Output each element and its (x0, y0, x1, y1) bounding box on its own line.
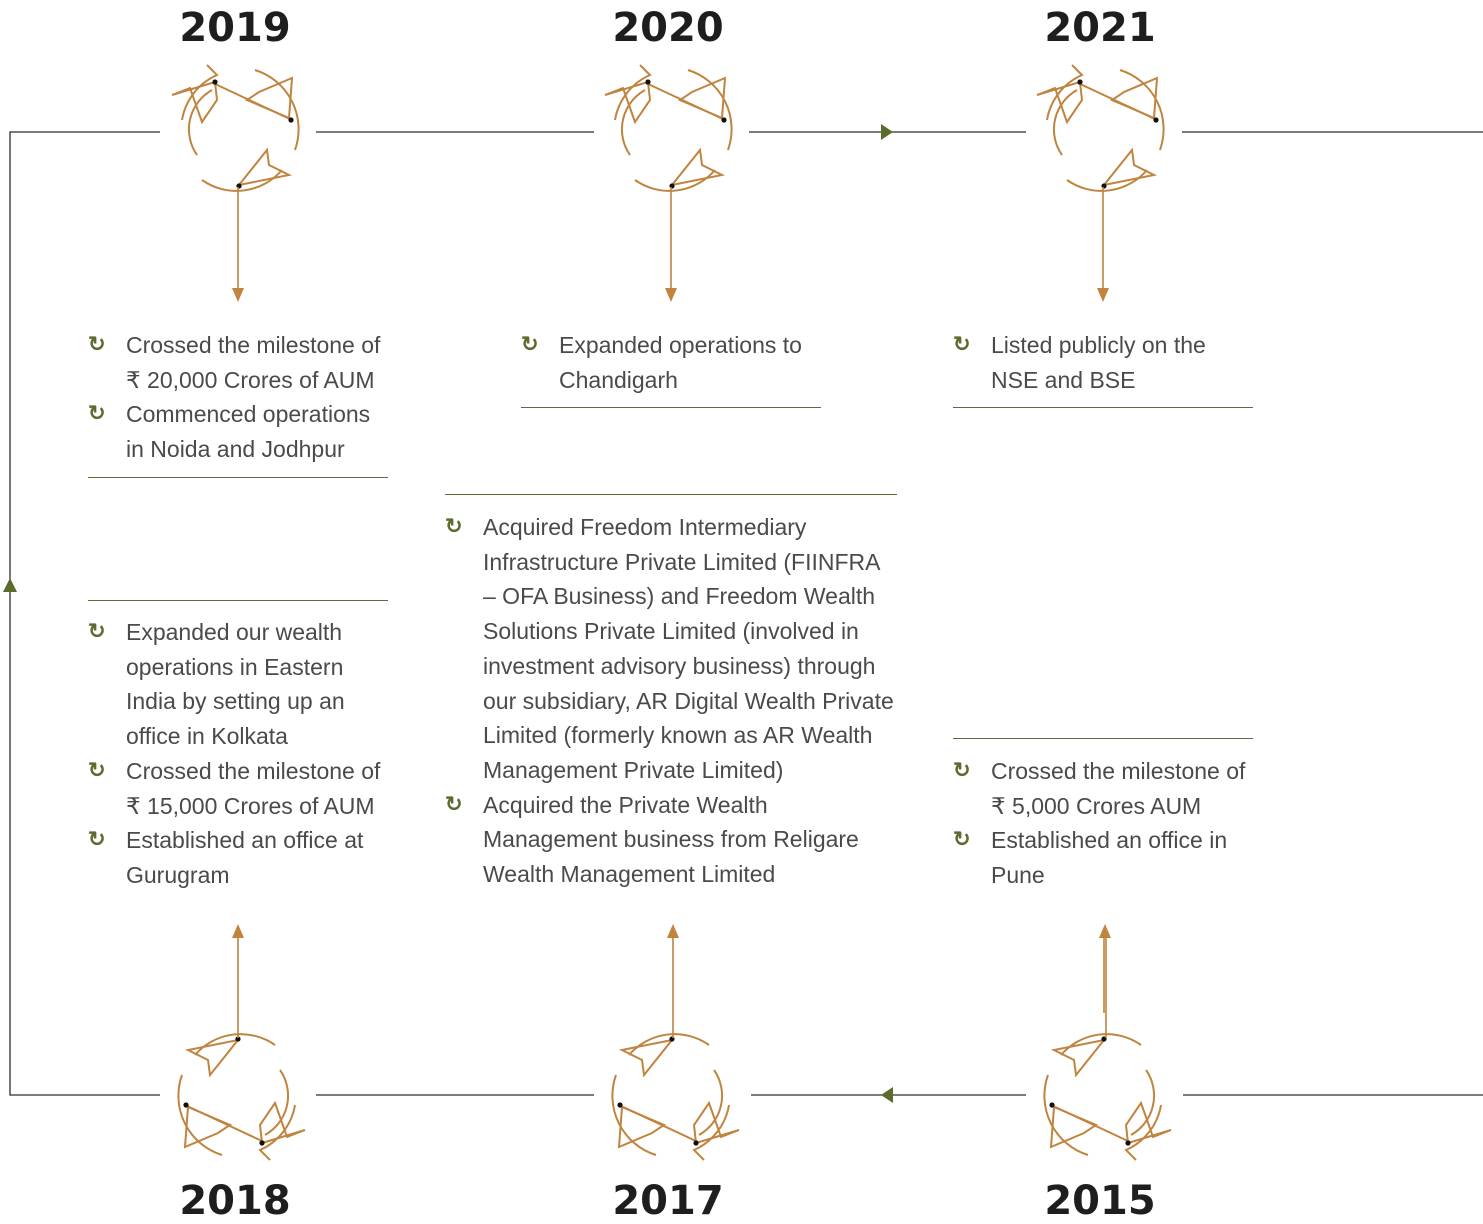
milestone-item: ↻ Crossed the milestone of ₹ 5,000 Crore… (953, 754, 1253, 823)
cycle-icon-2020 (604, 64, 733, 192)
milestone-card-2015: ↻ Crossed the milestone of ₹ 5,000 Crore… (953, 754, 1253, 893)
cycle-icon-2021 (1036, 64, 1165, 192)
arrow-left-icon (881, 1087, 893, 1103)
connector-2019-arrowhead (232, 288, 244, 302)
milestone-card-2019: ↻ Crossed the milestone of ₹ 20,000 Cror… (88, 328, 388, 467)
refresh-icon: ↻ (953, 828, 971, 852)
milestone-item: ↻ Established an office in Pune (953, 823, 1253, 892)
refresh-icon: ↻ (445, 515, 463, 538)
year-label-2020: 2020 (612, 5, 724, 51)
refresh-icon: ↻ (88, 333, 106, 356)
refresh-icon: ↻ (953, 333, 971, 356)
divider-2019 (88, 477, 388, 478)
milestone-item: ↻ Expanded operations to Chandigarh (521, 328, 821, 397)
milestone-text: Listed publicly on the NSE and BSE (991, 332, 1206, 393)
divider-2018 (88, 600, 388, 601)
milestone-item: ↻ Commenced operations in Noida and Jodh… (88, 397, 388, 466)
connector-2015-arrowhead (1099, 924, 1111, 938)
milestone-text: Acquired Freedom Intermediary Infrastruc… (483, 514, 894, 783)
divider-2021 (953, 407, 1253, 408)
milestone-text: Acquired the Private Wealth Management b… (483, 791, 859, 888)
milestone-text: Crossed the milestone of ₹ 5,000 Crores … (991, 758, 1246, 819)
milestone-item: ↻ Crossed the milestone of ₹ 20,000 Cror… (88, 328, 388, 397)
cycle-icon-2015 (1043, 1033, 1172, 1161)
milestone-item: ↻ Acquired the Private Wealth Management… (445, 788, 897, 892)
arrow-up-icon (3, 578, 17, 592)
arrow-right-icon (881, 124, 893, 140)
milestone-text: Expanded operations to Chandigarh (559, 332, 802, 393)
connector-2018-arrowhead (232, 924, 244, 938)
milestone-item: ↻ Expanded our wealth operations in East… (88, 615, 388, 754)
connector-2021-arrowhead (1097, 288, 1109, 302)
connector-2020-arrowhead (665, 288, 677, 302)
milestone-item: ↻ Acquired Freedom Intermediary Infrastr… (445, 510, 897, 788)
divider-2015 (953, 738, 1253, 739)
milestone-card-2021: ↻ Listed publicly on the NSE and BSE (953, 328, 1253, 397)
year-label-2019: 2019 (179, 5, 291, 51)
milestone-item: ↻ Listed publicly on the NSE and BSE (953, 328, 1253, 397)
refresh-icon: ↻ (953, 759, 971, 782)
milestone-text: Crossed the milestone of ₹ 15,000 Crores… (126, 757, 381, 819)
divider-2017 (445, 494, 897, 495)
year-label-2021: 2021 (1044, 5, 1156, 51)
milestone-card-2018: ↻ Expanded our wealth operations in East… (88, 615, 388, 893)
refresh-icon: ↻ (521, 333, 539, 356)
refresh-icon: ↻ (88, 402, 106, 426)
milestone-text: Established an office in Pune (991, 827, 1228, 889)
refresh-icon: ↻ (88, 620, 106, 643)
refresh-icon: ↻ (88, 828, 106, 852)
cycle-icon-2017 (611, 1033, 740, 1161)
milestone-card-2017: ↻ Acquired Freedom Intermediary Infrastr… (445, 510, 897, 892)
year-label-2015: 2015 (1044, 1178, 1156, 1224)
milestone-text: Established an office at Gurugram (126, 827, 364, 888)
cycle-icon-2018 (177, 1033, 306, 1161)
milestone-text: Crossed the milestone of ₹ 20,000 Crores… (126, 332, 381, 393)
milestone-text: Expanded our wealth operations in Easter… (126, 619, 345, 750)
refresh-icon: ↻ (88, 758, 106, 782)
milestone-text: Commenced operations in Noida and Jodhpu… (126, 401, 371, 463)
milestone-item: ↻ Crossed the milestone of ₹ 15,000 Cror… (88, 754, 388, 823)
connector-2017-arrowhead (667, 924, 679, 938)
year-label-2018: 2018 (179, 1178, 291, 1224)
cycle-icon-2019 (171, 64, 300, 192)
milestone-card-2020: ↻ Expanded operations to Chandigarh (521, 328, 821, 397)
timeline-top-left-segment (9, 131, 160, 1096)
year-label-2017: 2017 (612, 1178, 724, 1224)
refresh-icon: ↻ (445, 792, 463, 816)
connector-arrows (232, 187, 1111, 1038)
milestone-item: ↻ Established an office at Gurugram (88, 823, 388, 892)
divider-2020 (521, 407, 821, 408)
timeline-arrowheads (3, 124, 893, 1103)
